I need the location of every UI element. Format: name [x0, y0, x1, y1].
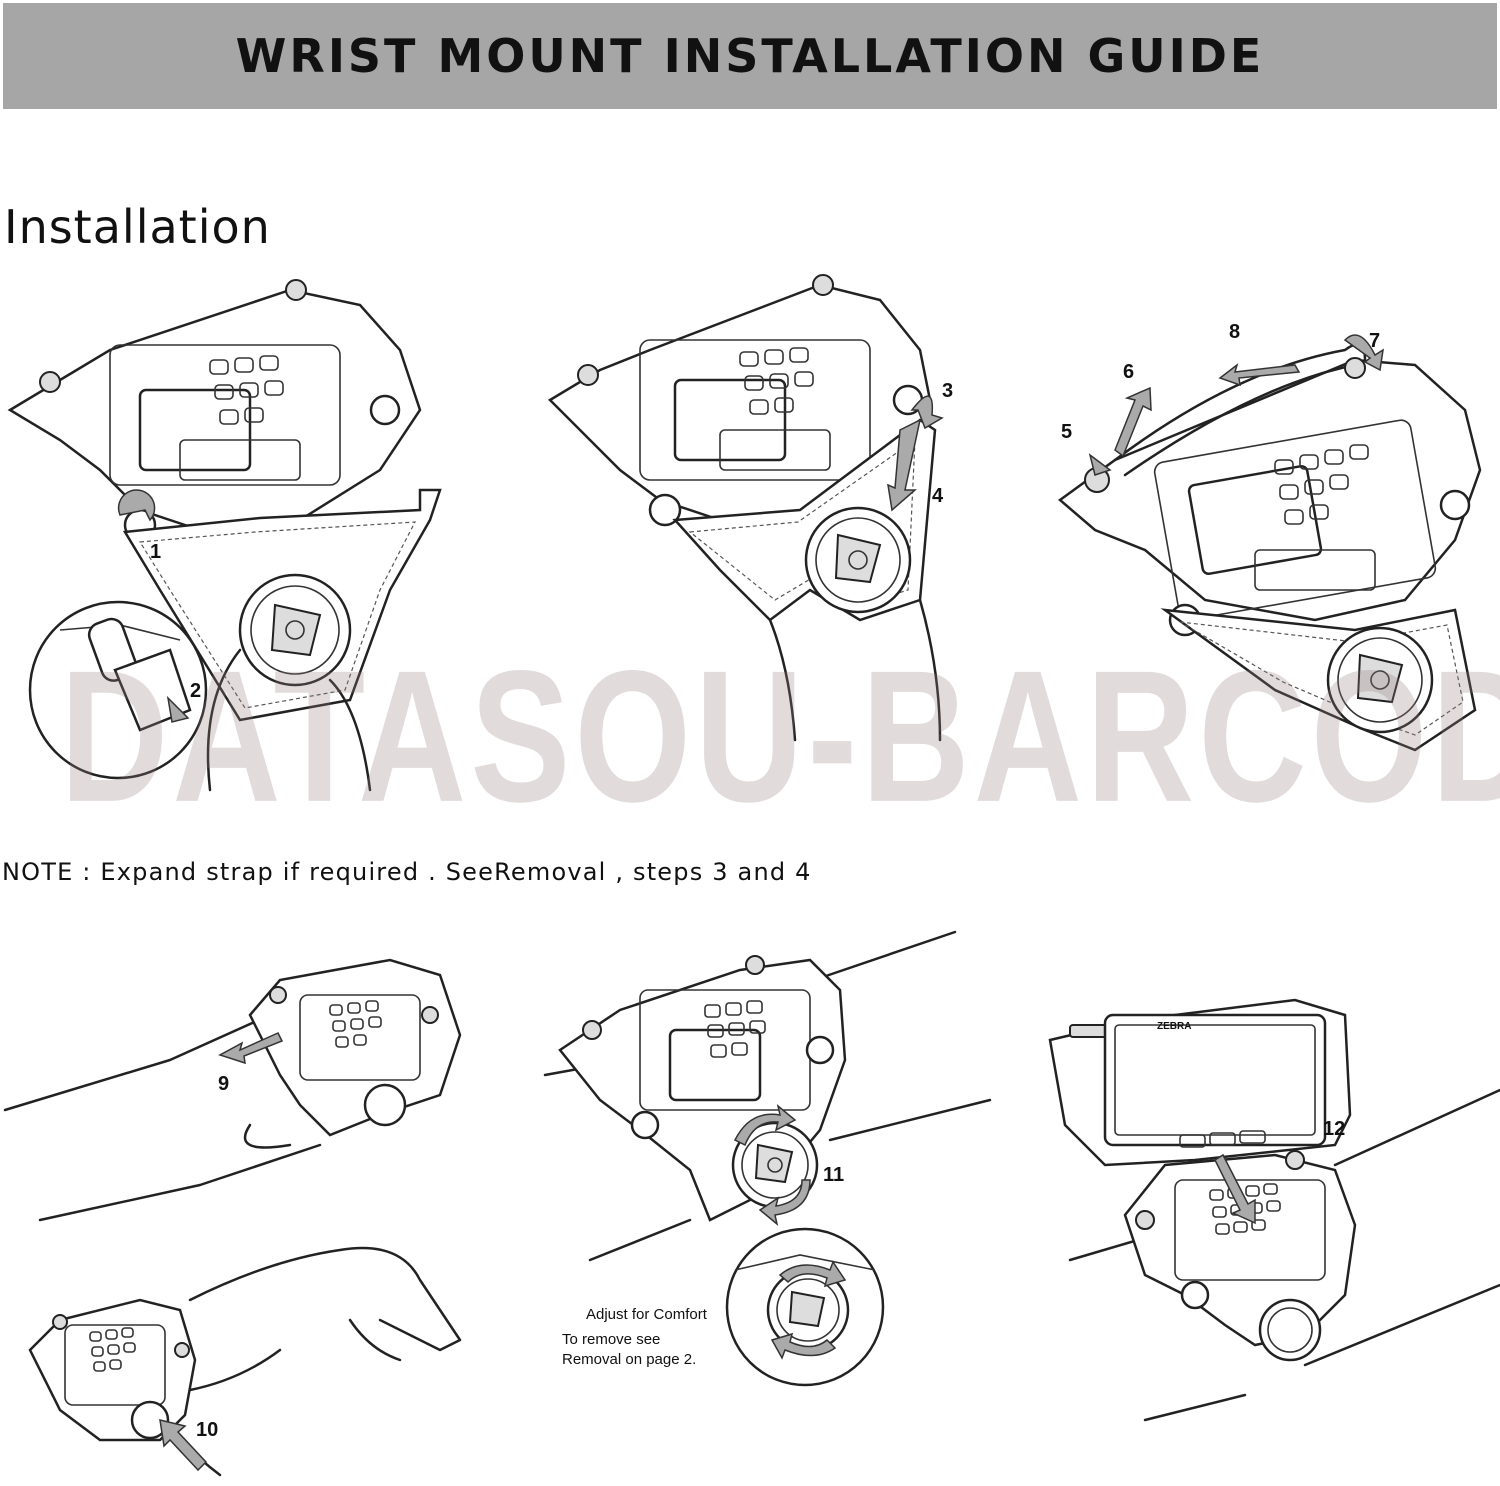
step-3-label: 3 [942, 380, 953, 402]
step-8-label: 8 [1229, 321, 1240, 343]
step-9-label: 9 [218, 1073, 229, 1095]
wrist-mount-illustration-step-11: 11 [543, 930, 992, 1387]
step-4-label: 4 [932, 485, 944, 507]
device-brand-logo: ZEBRA [1157, 1021, 1191, 1032]
section-heading: Installation [4, 200, 271, 254]
step-10-label: 10 [196, 1419, 218, 1441]
wrist-mount-illustration-steps-3-4: 3 4 [547, 274, 953, 742]
wrist-mount-illustration-steps-5-8: 5 6 7 8 [1057, 321, 1482, 752]
remove-caption-line2: Removal on page 2. [562, 1351, 697, 1368]
remove-caption-line1: To remove see [562, 1331, 661, 1348]
step-5-label: 5 [1061, 421, 1072, 443]
wrist-mount-illustration-step-9: 9 [3, 958, 462, 1222]
wrist-mount-illustration-step-12: ZEBRA 12 [1048, 998, 1500, 1422]
note-text: NOTE : Expand strap if required . SeeRem… [2, 858, 812, 886]
step-7-label: 7 [1369, 330, 1380, 352]
page-title: WRIST MOUNT INSTALLATION GUIDE [235, 29, 1265, 83]
wrist-mount-illustration-steps-1-2: 1 2 [7, 279, 442, 792]
step-11-label: 11 [823, 1164, 844, 1186]
wrist-mount-illustration-step-10: 10 [28, 1246, 462, 1477]
header-banner: WRIST MOUNT INSTALLATION GUIDE [3, 3, 1497, 109]
step-1-label: 1 [150, 541, 161, 563]
adjust-caption: Adjust for Comfort [586, 1306, 707, 1323]
step-2-label: 2 [190, 680, 201, 702]
step-12-label: 12 [1323, 1118, 1345, 1140]
step-6-label: 6 [1123, 361, 1134, 383]
